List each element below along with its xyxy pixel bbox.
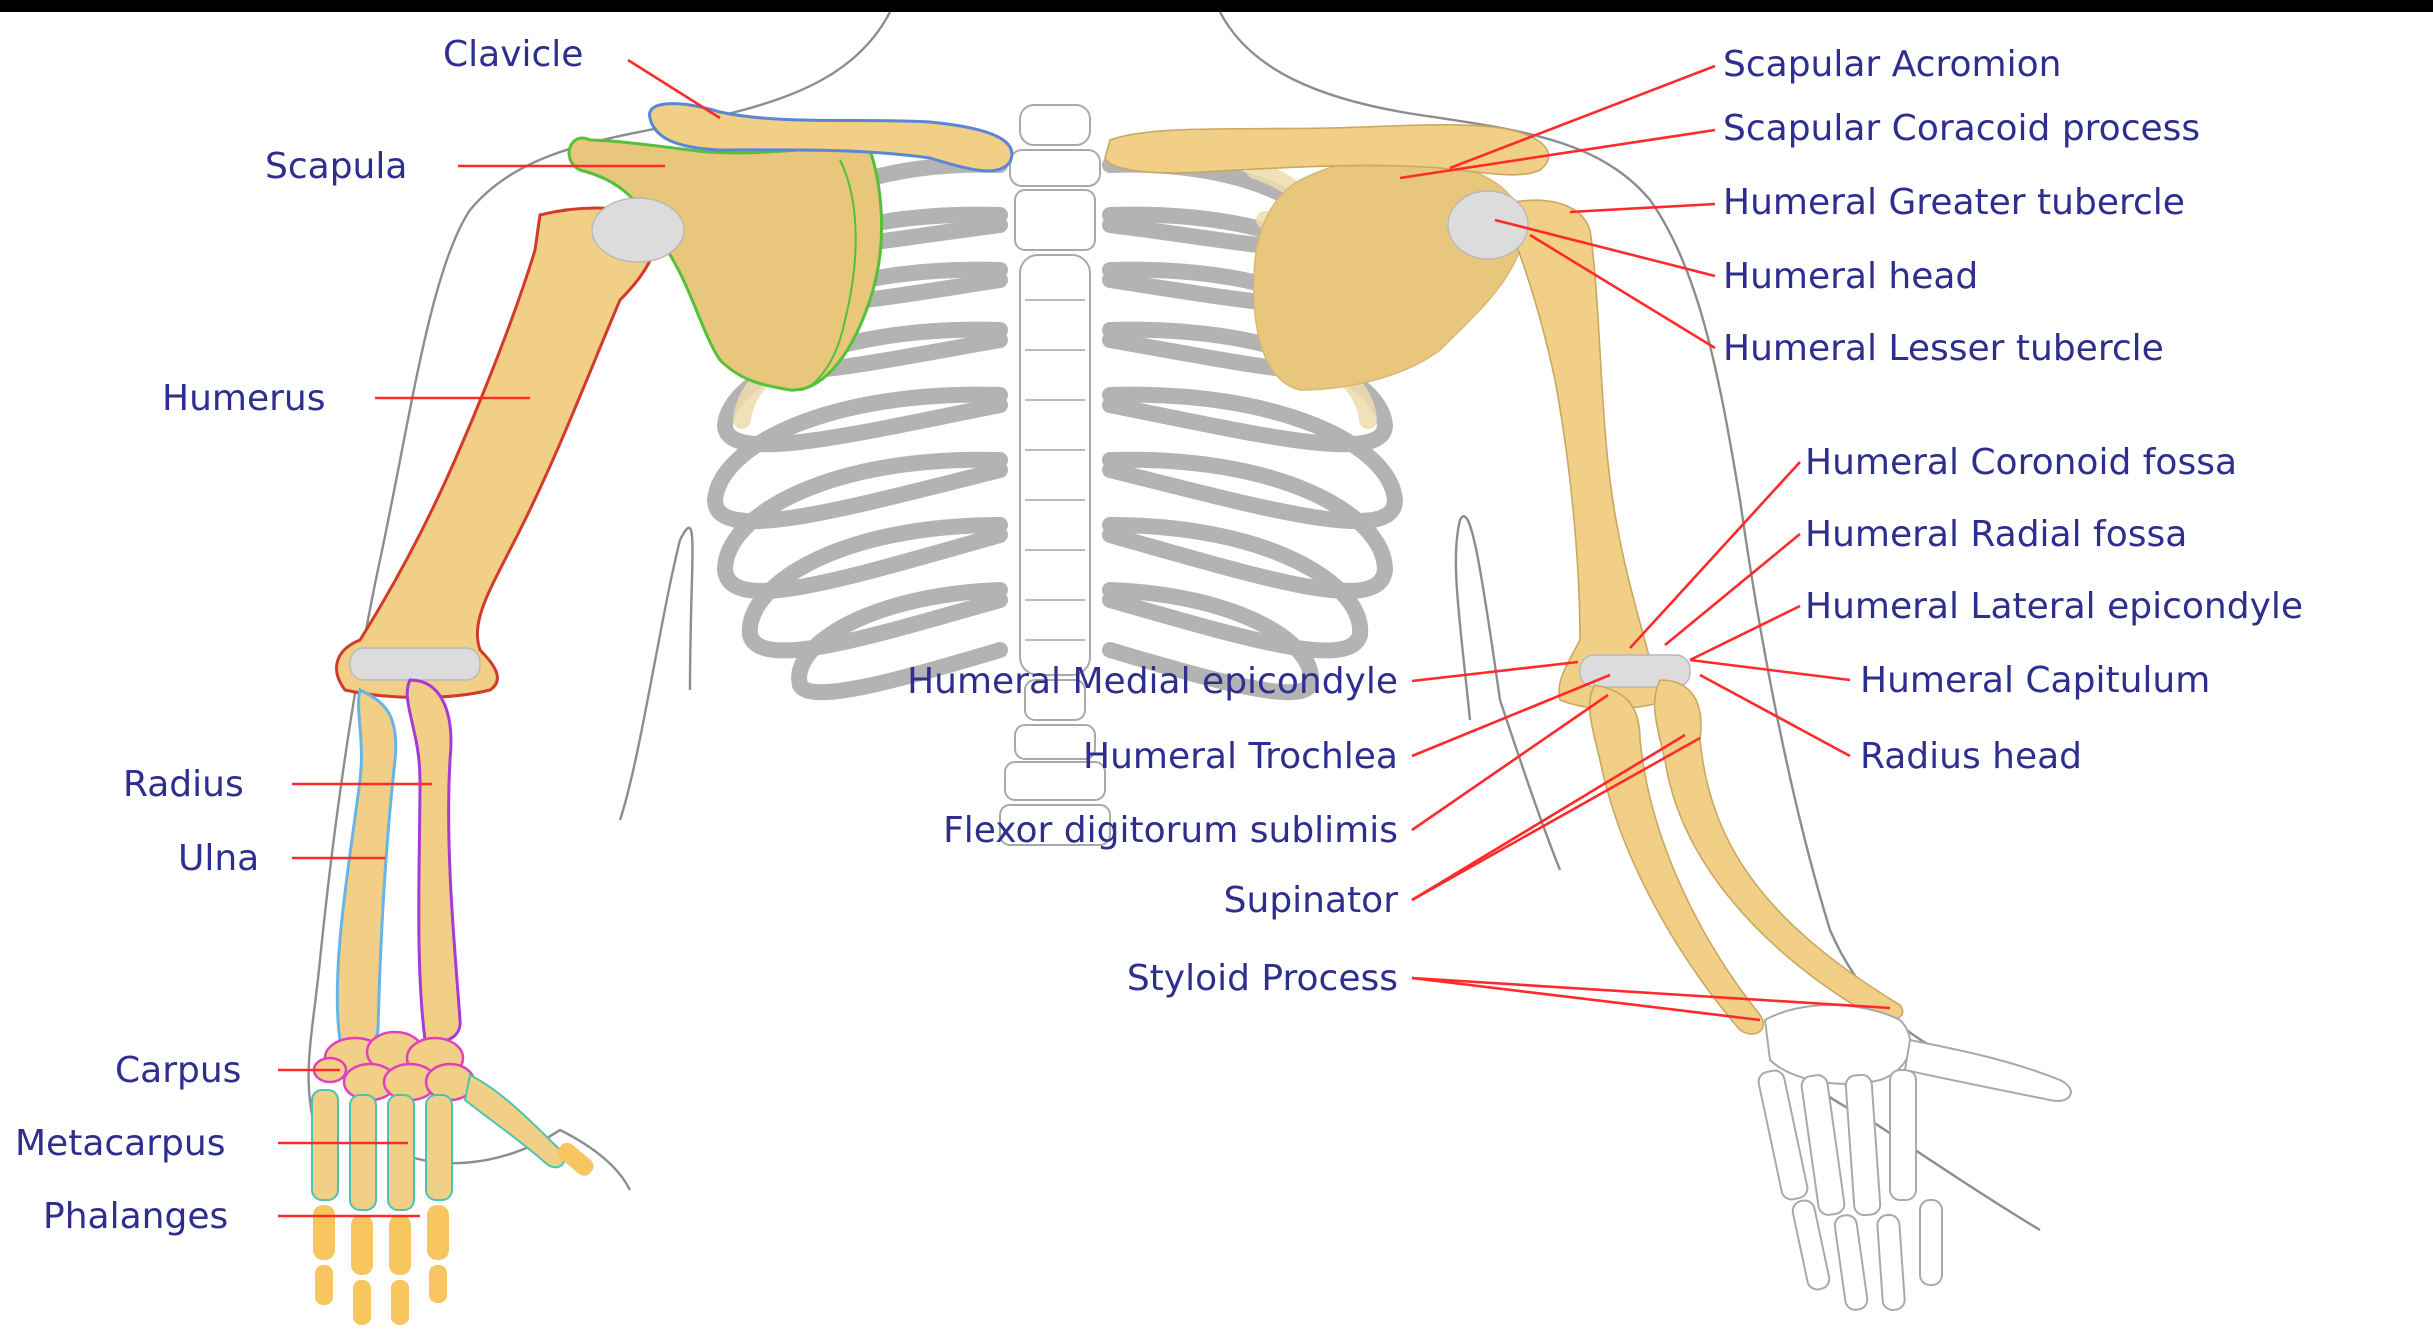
label-humeral-greater-tubercle: Humeral Greater tubercle [1723,182,2185,223]
label-radius-head: Radius head [1860,736,2082,777]
leader-styloid-b [1412,978,1890,1008]
label-humeral-lesser-tubercle: Humeral Lesser tubercle [1723,328,2164,369]
label-humeral-coronoid-fossa: Humeral Coronoid fossa [1805,442,2237,483]
label-metacarpus: Metacarpus [15,1123,225,1164]
label-styloid-process: Styloid Process [1127,958,1398,999]
leader-greater-tubercle [1570,204,1715,212]
label-scapular-acromion: Scapular Acromion [1723,44,2061,85]
left-carpus [314,1032,474,1100]
label-humeral-lateral-epicondyle: Humeral Lateral epicondyle [1805,586,2303,627]
label-humeral-capitulum: Humeral Capitulum [1860,660,2210,701]
right-forearm [1590,680,1903,1034]
left-radius [407,680,460,1042]
label-scapular-coracoid: Scapular Coracoid process [1723,108,2200,149]
leader-radial-fossa [1665,534,1800,645]
left-humerus [337,198,684,698]
right-clavicle [1105,125,1549,175]
label-humeral-head: Humeral head [1723,256,1978,297]
right-hand [1757,1005,2071,1311]
leader-lateral-epicondyle [1690,606,1800,660]
label-carpus: Carpus [115,1050,241,1091]
label-supinator: Supinator [1224,880,1399,921]
label-ulna: Ulna [178,838,259,879]
label-scapula: Scapula [265,146,407,187]
leader-radius-head [1700,675,1850,756]
label-humerus: Humerus [162,378,325,419]
labels-center: Humeral Medial epicondyle Humeral Trochl… [907,661,1398,999]
labels-left: Clavicle Scapula Humerus Radius Ulna Car… [15,34,583,1237]
label-humeral-trochlea: Humeral Trochlea [1083,736,1398,777]
label-clavicle: Clavicle [443,34,583,75]
label-phalanges: Phalanges [43,1196,228,1237]
label-radius: Radius [123,764,244,805]
spine [1000,105,1110,845]
label-humeral-radial-fossa: Humeral Radial fossa [1805,514,2187,555]
leader-scapular-acromion [1450,66,1715,168]
label-humeral-medial-epicondyle: Humeral Medial epicondyle [907,661,1398,702]
label-flexor-digitorum: Flexor digitorum sublimis [943,810,1398,851]
labels-right: Scapular Acromion Scapular Coracoid proc… [1723,44,2303,777]
